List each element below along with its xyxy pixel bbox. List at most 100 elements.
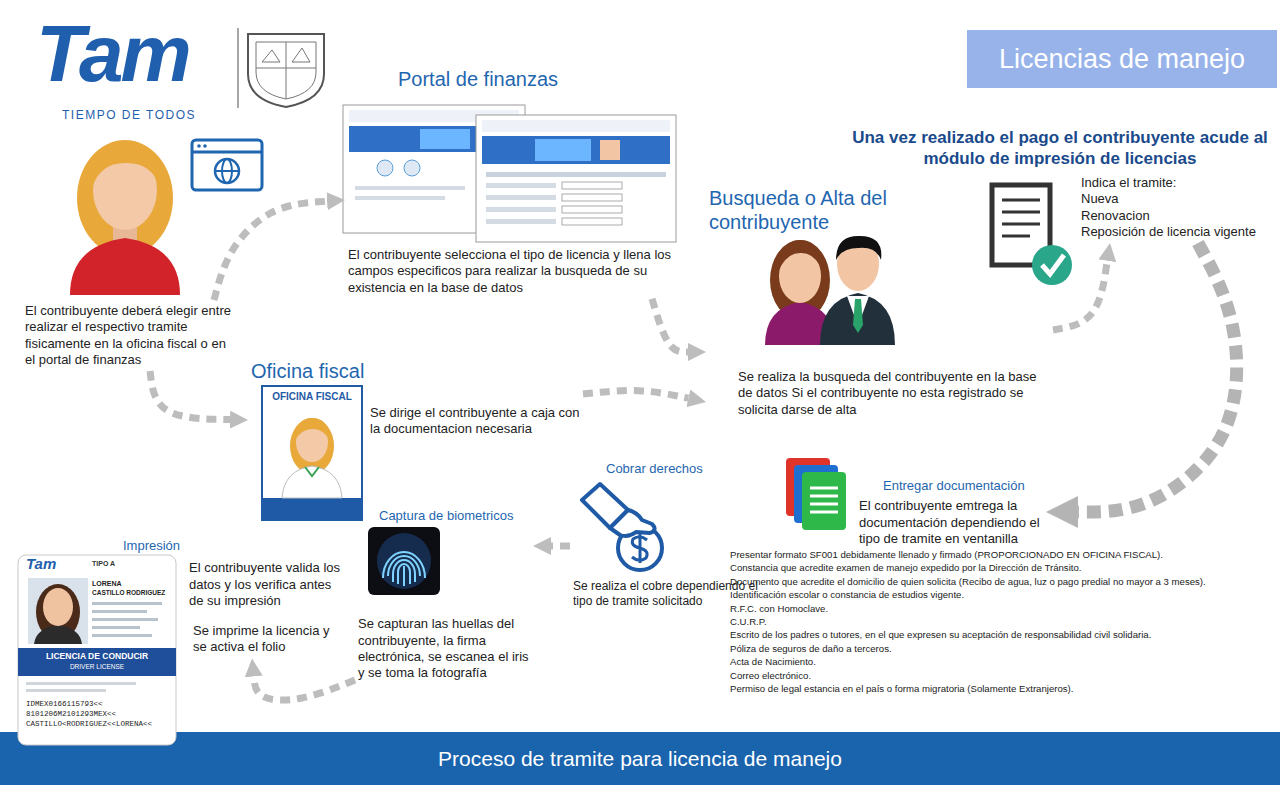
portal-screenshot [486,183,556,188]
people-icon [778,240,823,272]
people-icon [820,293,895,345]
step-heading: Busqueda o Alta del contribuyente [709,186,939,234]
requirement-item: C.U.R.P. [730,616,767,628]
option-text: Nueva [1081,191,1275,207]
step-box: El contribuyente deberá elegir entre rea… [22,300,242,371]
step-box: Portal de finanzas El contribuyente selec… [345,64,687,299]
web-icon [215,170,239,172]
card-mrz: CASTILLO<RODRIGUEZ<<LORENA<< [26,720,152,729]
documents-icon [810,503,838,506]
step-heading: Oficina fiscal [251,359,580,383]
card-band-text: DRIVER LICENSE [18,663,176,671]
card-field: TIPO A [92,560,115,569]
documents-icon [810,495,838,498]
payment-icon [610,510,655,536]
flow-arrow [1053,261,1107,330]
license-card [92,610,147,613]
license-card [18,555,176,745]
payment-icon [632,533,647,563]
step-text: Se dirige el contribuyente a caja con la… [370,405,580,438]
portal-screenshot [420,129,470,149]
step-heading: Impresión [123,538,337,554]
step-heading: Portal de finanzas [398,67,684,91]
step-text: El contribuyente selecciona el tipo de l… [348,247,684,296]
step-heading: Captura de biometricos [379,508,530,524]
license-card [92,634,152,637]
flow-arrow [652,299,688,352]
flow-arrow [1078,243,1237,512]
fingerprint-icon [377,533,431,589]
office-badge [262,386,362,520]
office-badge [262,386,362,520]
documents-icon [802,472,846,530]
portal-screenshot [562,218,622,225]
requirement-item: Constancia que acredite examen de manejo… [730,562,1081,574]
logo-tagline: TIEMPO DE TODOS [62,108,196,123]
checklist-icon [1002,211,1040,214]
license-card [92,602,162,605]
fingerprint-icon [368,527,440,595]
step-text: El contribuyente deberá elegir entre rea… [25,303,239,368]
step-text: El contribuyente emtrega la documentació… [859,498,1043,547]
portal-screenshot [486,219,556,224]
portal-screenshot [482,120,670,132]
checklist-icon [1042,255,1064,274]
web-icon [192,151,262,154]
office-badge [262,498,362,520]
portal-screenshot [486,172,666,177]
portal-screenshot [486,207,556,212]
step-text: Se imprime la licencia y se activa el fo… [193,623,341,656]
caption-band [0,732,1280,785]
license-card [34,625,82,644]
portal-screenshot [562,206,622,213]
checklist-icon [1032,245,1072,285]
step-text: Se realiza la busqueda del contribuyente… [738,369,1050,418]
requirement-item: Identificación escolar o constancia de e… [730,589,964,601]
step-heading: Cobrar derechos [606,461,767,477]
citizen-figure [70,140,180,295]
step-box: Captura de biometricos Se capturan las hu… [355,505,533,684]
option-text: Renovacion [1081,208,1275,224]
section-heading: Una vez realizado el pago el contribuyen… [843,127,1277,170]
requirement-item: R.F.C. con Homoclave. [730,603,828,615]
portal-screenshot [377,160,393,176]
requirement-item: Escrito de los padres o tutores, en el q… [730,629,1151,641]
license-card [92,626,140,629]
portal-screenshot [535,139,591,161]
payment-icon [582,484,662,570]
step-box: Indica el tramite:NuevaRenovacionReposic… [1078,172,1278,243]
fingerprint-icon [368,527,440,595]
people-icon [853,299,863,333]
card-band-text: LICENCIA DE CONDUCIR [18,651,176,662]
web-icon [192,140,262,190]
step-text: Se capturan las huellas del contribuyent… [358,616,530,681]
card-field: CASTILLO RODRIGUEZ [92,589,165,597]
license-card [43,588,73,626]
portal-screenshot [600,140,620,160]
flow-arrow [214,201,327,300]
web-icon [203,144,207,148]
fingerprint-icon [393,566,415,586]
flow-arrow [583,391,688,399]
license-card [18,555,176,745]
license-card [92,618,158,621]
portal-screenshot [562,182,622,189]
checklist-icon [992,185,1072,285]
caption-text: Proceso de tramite para licencia de mane… [0,732,1280,785]
documents-icon [810,511,838,514]
requirement-item: Póliza de seguros de daño a terceros. [730,643,892,655]
requirement-item: Acta de Nacimiento. [730,656,816,668]
step-box: Entregar documentaciónEl contribuyente e… [856,475,1046,550]
office-badge [305,467,319,476]
portal-screenshot [343,105,676,242]
flow-arrow [150,371,230,420]
logo-emblem [262,48,310,62]
card-logo: Tam [26,556,56,573]
logo-emblem [256,68,316,69]
people-icon [765,236,895,345]
citizen-figure [92,144,160,188]
logo-wordmark: Tam [36,14,189,94]
documents-icon [810,487,838,490]
logo-emblem [256,42,316,99]
